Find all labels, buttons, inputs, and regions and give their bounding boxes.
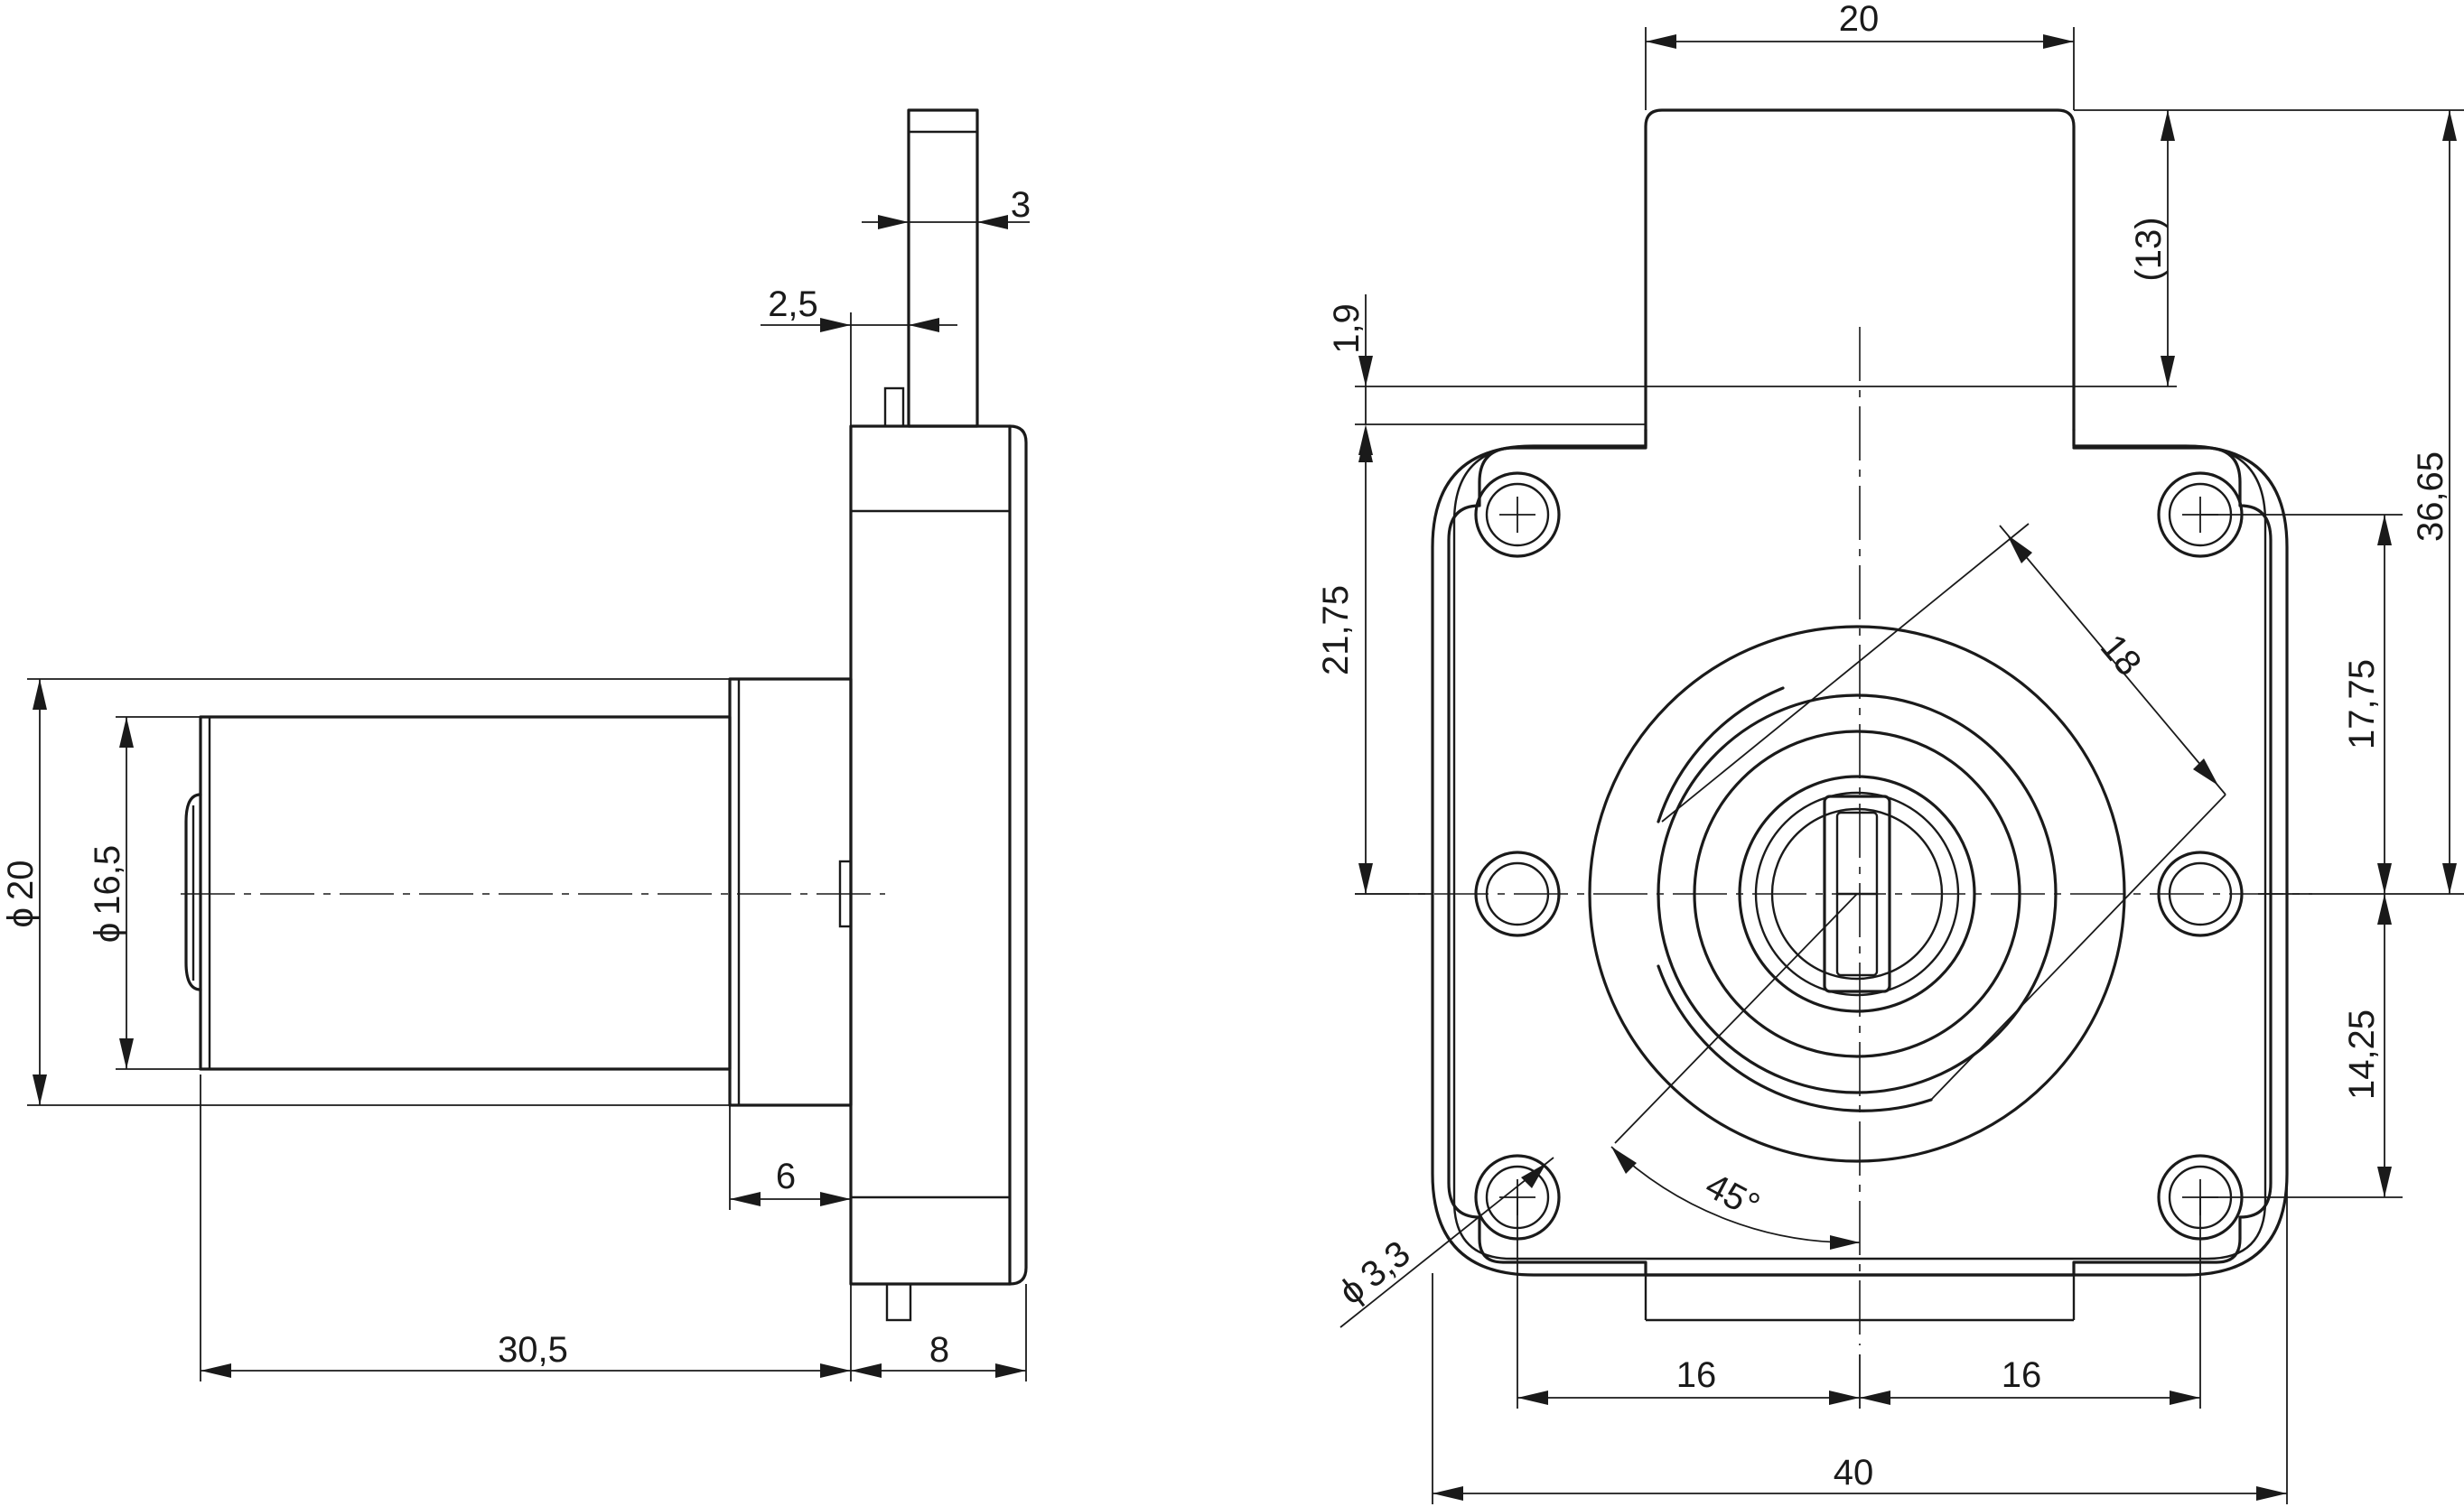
dim-width-3-label: 3	[1011, 185, 1031, 225]
mounting-hole-top-left	[1474, 471, 1561, 558]
front-view: 20 (13) 1,9 21,75	[1316, 0, 2464, 1504]
dim-width-8-label: 8	[929, 1330, 949, 1370]
bolt-outline	[907, 108, 979, 428]
keyway-outer	[1823, 795, 1891, 993]
dim-diameter-16-5: ϕ16,5	[88, 716, 201, 1070]
flange-ring-flat	[1657, 686, 1933, 1112]
dim-height-14-25-label: 14,25	[2342, 1009, 2382, 1100]
dim-width-16-right-label: 16	[2002, 1355, 2042, 1395]
dim-height-17-75-label: 17,75	[2342, 659, 2382, 749]
dim-height-17-75: 17,75	[2200, 514, 2403, 894]
dim-width-40: 40	[1432, 1183, 2288, 1504]
cylinder-outline	[199, 715, 732, 1071]
dim-width-16-left-label: 16	[1676, 1355, 1717, 1395]
diagonal-45-leader	[1614, 893, 1858, 1144]
diagonal-line-lower	[1930, 794, 2226, 1101]
dim-diameter-3-3: ϕ3,3	[1332, 1157, 1554, 1328]
dim-height-1-9-label: 1,9	[1327, 303, 1367, 354]
body-square	[1447, 428, 2273, 1277]
dim-angle-45: 45°	[1610, 1146, 1861, 1250]
bolt-top-outline	[1644, 108, 2076, 432]
flange-outline	[728, 677, 853, 1107]
housing-outline	[849, 424, 1028, 1286]
dim-width-20-label: 20	[1839, 0, 1880, 39]
dim-width-30-5-label: 30,5	[498, 1330, 568, 1370]
dim-width-20: 20	[1645, 0, 2075, 110]
dim-width-6-label: 6	[776, 1157, 796, 1196]
dim-diagonal-18: 18	[1999, 525, 2226, 795]
housing-inner-plate	[1452, 444, 2267, 1260]
dim-height-21-75-label: 21,75	[1316, 585, 1356, 675]
dim-width-16-pair: 16 16	[1517, 1197, 2201, 1409]
dim-height-1-9: 1,9	[1327, 294, 1646, 455]
dim-diameter-16-5-label: ϕ16,5	[88, 845, 127, 943]
dim-diameter-20-label: ϕ20	[1, 860, 41, 928]
bottom-stub	[885, 1282, 912, 1322]
dim-diameter-20: ϕ20	[1, 678, 730, 1106]
dim-angle-45-label: 45°	[1699, 1166, 1766, 1226]
dim-height-14-25: 14,25	[2200, 894, 2403, 1198]
diagonal-line-upper	[1661, 523, 2030, 823]
bolt-small-step	[883, 386, 905, 428]
dim-height-36-65: 36,65	[2258, 110, 2464, 895]
dim-height-13: (13)	[1646, 109, 2464, 387]
dim-height-36-65-label: 36,65	[2411, 451, 2450, 542]
dim-width-2-5: 2,5	[761, 284, 957, 426]
side-view: ϕ20 ϕ16,5 30,5 8	[1, 108, 1031, 1381]
dim-height-13-label: (13)	[2129, 217, 2169, 281]
dim-diagonal-18-label: 18	[2093, 627, 2149, 683]
dim-width-40-label: 40	[1834, 1453, 1874, 1493]
dim-width-3: 3	[862, 185, 1031, 229]
dim-width-8: 8	[851, 1284, 1027, 1381]
dim-width-6: 6	[729, 1105, 851, 1210]
dim-width-2-5-label: 2,5	[768, 284, 818, 324]
dim-height-21-75: 21,75	[1316, 432, 1433, 895]
key-face-bulge	[184, 793, 202, 991]
dim-width-30-5: 30,5	[200, 1074, 852, 1381]
